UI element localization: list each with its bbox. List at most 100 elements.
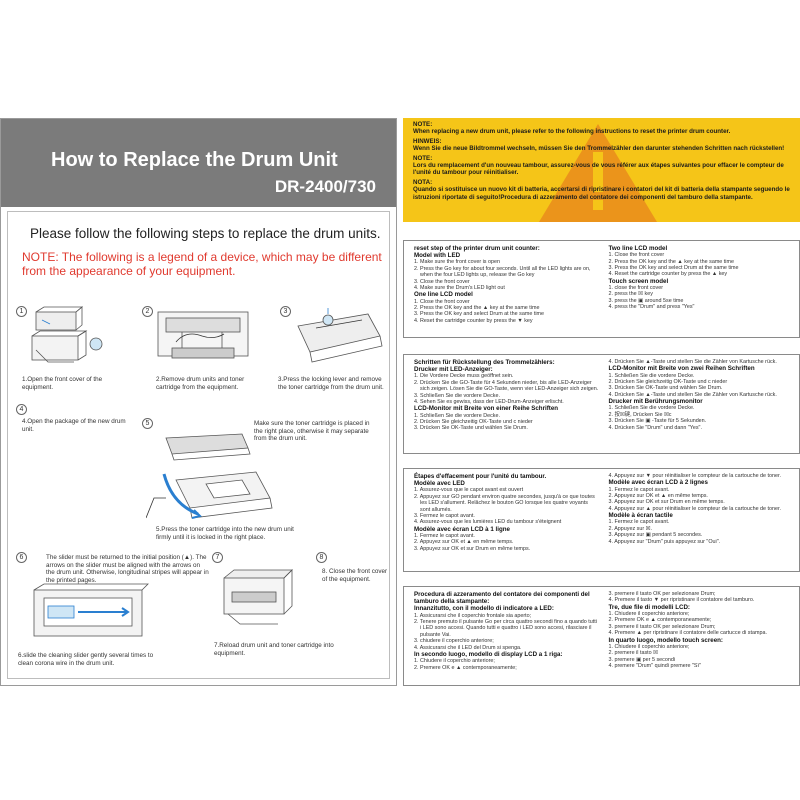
note-banner: NOTE: When replacing a new drum unit, pl…: [403, 118, 800, 222]
step-number: 5: [142, 418, 153, 429]
follow-heading: Please follow the following steps to rep…: [30, 226, 381, 241]
step-number: 3: [280, 306, 291, 317]
section-heading: Drucker mit LED-Anzeiger:: [414, 366, 493, 374]
section-heading: reset step of the printer drum unit coun…: [414, 245, 540, 252]
banner-text-fr: Lors du remplacement d'un nouveau tambou…: [413, 162, 784, 177]
warning-icon: [539, 124, 657, 222]
instruction-line: 1. Die Vordere Decke muss geöffnet sein.: [414, 373, 514, 380]
instruction-line: 1. close the front cover: [608, 285, 664, 292]
instruction-line: 2. premere il tasto ☒: [608, 650, 658, 657]
instruction-line: 4. Premere il tasto ▼ per ripristinare i…: [608, 597, 755, 604]
printer-open-cover-illustration: [31, 306, 103, 363]
step-number: 4: [16, 404, 27, 415]
instruction-line: 2. Premere OK e ▲ contemporaneamente;: [414, 664, 517, 671]
right-reset-panel: NOTE: When replacing a new drum unit, pl…: [403, 118, 800, 686]
column-right: 3. premere il tasto OK per selezionare D…: [609, 591, 794, 681]
instruction-area: Please follow the following steps to rep…: [7, 211, 390, 679]
section-heading: LCD-Monitor mit Breite von zwei Reihen S…: [608, 365, 755, 373]
column-left: Étapes d'effacement pour l'unité du tamb…: [414, 473, 599, 567]
step-caption: 8. Close the front cover of the equipmen…: [322, 568, 388, 583]
instruction-line: 1. Fermez le capot avant.: [414, 533, 475, 540]
instruction-line: 1. Schließen Sie die vordere Decke.: [608, 372, 695, 379]
section-heading: Innanzitutto, con il modello di indicato…: [414, 605, 554, 613]
instruction-line: 4. Premere ▲ per ripristinare il contato…: [608, 630, 767, 637]
instruction-line: 1. Fermez le capot avant.: [608, 486, 670, 493]
banner-text: NOTE: When replacing a new drum unit, pl…: [413, 121, 797, 203]
instruction-line: 3. Appuyez sur ▣ pendant 5 secondes.: [608, 532, 703, 539]
instruction-line: 4. Appuyez sur ▼ pour réinitialiser le c…: [608, 473, 782, 479]
instruction-line: 2. Drücken Sie gleichzeitig OK-Taste und…: [608, 379, 728, 386]
instruction-line: 2. Press the OK key and the ▲ key at the…: [608, 258, 735, 265]
step-caption: 6.slide the cleaning slider gently sever…: [18, 652, 154, 667]
step-caption-press: 5.Press the toner cartridge into the new…: [156, 526, 294, 541]
instruction-line: 4. press the "Drum" and press "Yes": [608, 304, 695, 311]
insert-toner-illustration: [146, 433, 273, 519]
section-heading: In quarto luogo, modello touch screen:: [608, 636, 723, 644]
section-heading: Drucker mit Berührungsmonitor: [608, 398, 703, 406]
left-instruction-panel: How to Replace the Drum Unit DR-2400/730…: [0, 118, 397, 686]
instruction-line: 3. premere il tasto OK per selezionare D…: [608, 623, 716, 630]
page-title: How to Replace the Drum Unit: [51, 149, 338, 171]
instruction-line: 3. Appuyez sur OK et sur Drum en même te…: [608, 499, 725, 506]
step-number: 6: [16, 552, 27, 563]
instruction-line: 1. Assurez-vous que le capot avant est o…: [414, 487, 524, 494]
instruction-line: 2. Press the OK key and the ▲ key at the…: [414, 305, 540, 312]
instruction-line: 3. Press the OK key and select Drum at t…: [414, 311, 545, 318]
step-caption: Make sure the toner cartridge is placed …: [254, 420, 370, 443]
instruction-line: 1. Close the front cover: [608, 252, 665, 259]
instruction-line: 3. Schließen Sie die vordere Decke.: [414, 392, 500, 399]
step-caption: 7.Reload drum unit and toner cartridge i…: [214, 642, 334, 657]
instruction-line: 3. Drücken Sie ▣ -Taste für 5 Sekunden.: [608, 418, 707, 425]
section-heading: Model with LED: [414, 252, 461, 260]
section-heading: LCD-Monitor mit Breite von einer Reihe S…: [414, 405, 559, 413]
banner-head-it: NOTA:: [413, 178, 433, 186]
reset-box-german: Schritten für Rückstellung des Trommelzä…: [403, 354, 800, 454]
instruction-line: 4. Reset the cartridge counter by press …: [414, 317, 533, 324]
instruction-line: 4. premere "Drum" quindi premere "Sì": [608, 663, 701, 670]
section-heading: Two line LCD model: [608, 245, 668, 252]
instruction-line: 2. Tenere premuto il pulsante Go per cir…: [414, 619, 597, 638]
reload-drum-illustration: [223, 569, 293, 625]
instruction-line: 4. Drücken Sie "Drum" und dann "Yes".: [608, 424, 702, 431]
reset-box-french: Étapes d'effacement pour l'unité du tamb…: [403, 468, 800, 572]
instruction-line: 1. Chiudere il coperchio anteriore;: [608, 611, 690, 618]
instruction-line: 2. Appuyez sur ☒.: [608, 525, 653, 532]
instruction-line: 4. Assicurarsi che il LED del Drum si sp…: [414, 644, 522, 651]
instruction-line: 2. Drücken Sie gleichzeitig OK-Taste und…: [414, 419, 533, 426]
step-caption: 2.Remove drum units and toner cartridge …: [156, 376, 245, 391]
instruction-line: 2. press the ☒ key: [608, 291, 653, 298]
column-left: reset step of the printer drum unit coun…: [414, 245, 599, 333]
instruction-line: 2. Press the Go key for about four secon…: [414, 265, 591, 279]
section-heading: One line LCD model: [414, 291, 473, 299]
instruction-line: 4. Appuyez sur ▲ pour réinitialiser le c…: [608, 505, 782, 512]
cleaning-slider-illustration: [33, 583, 149, 637]
banner-text-en: When replacing a new drum unit, please r…: [413, 128, 731, 136]
instruction-line: 3. Appuyez sur OK et sur Drum en même te…: [414, 545, 531, 552]
instruction-line: 2. 按☒键, Drücken Sie ☒c: [608, 411, 672, 418]
reset-box-english: reset step of the printer drum unit coun…: [403, 240, 800, 338]
section-heading: Modèle à écran tactile: [608, 512, 673, 520]
column-right: 4. Appuyez sur ▼ pour réinitialiser le c…: [609, 473, 794, 567]
banner-text-de: Wenn Sie die neue Bildtrommel wechseln, …: [413, 145, 785, 153]
section-heading: Touch screen model: [608, 277, 669, 285]
step-caption: 1.Open the front cover of the equipment.: [22, 376, 103, 391]
instruction-line: 3. Drücken Sie OK-Taste und wählen Sie D…: [608, 385, 723, 392]
banner-head-de: HINWEIS:: [413, 137, 442, 145]
instruction-line: 4. Sehen Sie es gewiss, dass der LED-Dru…: [414, 399, 564, 406]
section-heading: Tre, due file di modelli LCD:: [608, 603, 690, 611]
instruction-line: 1. Chiudere il coperchio anteriore;: [608, 643, 690, 650]
step-number: 1: [16, 306, 27, 317]
instruction-line: 3. Fermez le capot avant.: [414, 513, 475, 520]
instruction-line: 2. Appuyez sur GO pendant environ quatre…: [414, 493, 595, 513]
section-heading: Schritten für Rückstellung des Trommelzä…: [414, 359, 555, 366]
instruction-line: 3. Close the front cover: [414, 278, 470, 285]
section-heading: Modèle avec écran LCD à 1 ligne: [414, 525, 510, 533]
section-heading: In secondo luogo, modello di display LCD…: [414, 651, 563, 659]
instruction-line: 3. chiudere il coperchio anteriore;: [414, 638, 494, 645]
instruction-line: 3. premere il tasto OK per selezionare D…: [608, 591, 716, 597]
instruction-line: 2. Appuyez sur OK et ▲ en même temps.: [608, 493, 708, 500]
instruction-line: 4. Reset the cartridge counter by press …: [608, 271, 728, 278]
instruction-line: 2. Appuyez sur OK et ▲ en même temps.: [414, 539, 514, 546]
instruction-line: 4. Drücken Sie ▲-Taste und stellen Sie d…: [608, 391, 777, 398]
